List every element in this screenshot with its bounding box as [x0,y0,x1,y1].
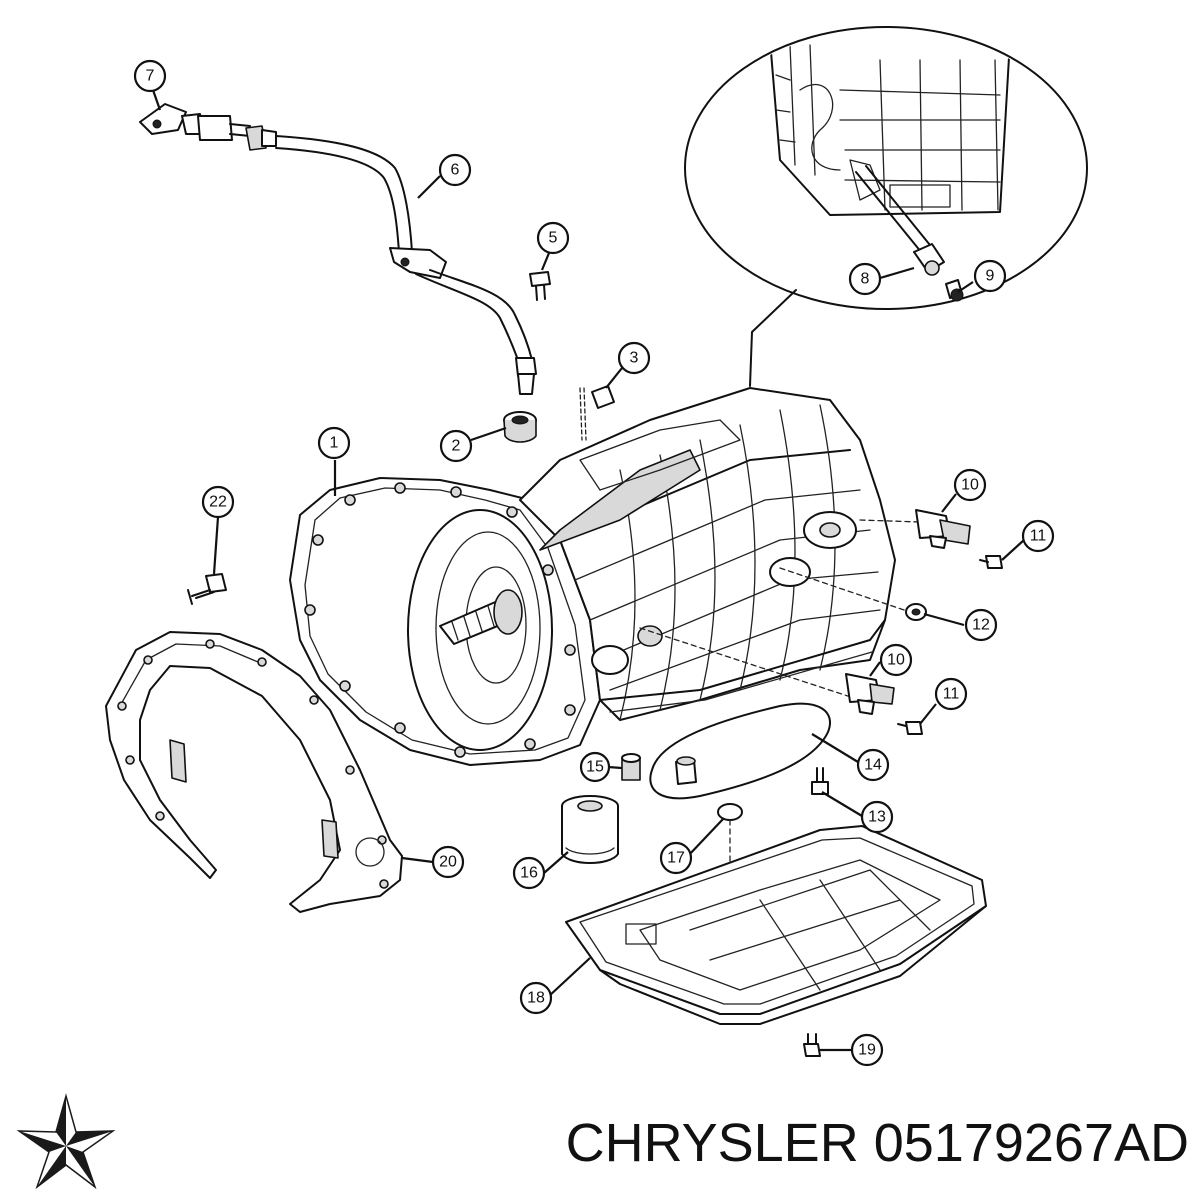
callout-labels: 7 6 5 3 2 1 22 8 9 10 11 12 10 11 14 15 … [133,59,1055,1067]
part-bolt-11-lower [897,721,923,735]
callout-9: 9 [973,259,1007,293]
detail-bubble [684,26,1088,387]
part-pin-3 [579,385,615,441]
callout-22: 22 [201,485,235,519]
svg-text:3: 3 [630,350,639,367]
svg-text:11: 11 [1030,528,1047,545]
brand-part-number-caption: CHRYSLER 05179267AD [444,1110,1189,1176]
callout-16: 16 [512,856,546,890]
part-bolt-13 [811,767,829,795]
callout-11-upper: 11 [1021,519,1055,553]
brand-name: CHRYSLER [565,1113,859,1173]
svg-text:1: 1 [330,435,339,452]
part-oil-pan-18 [565,825,987,1025]
part-bolt-22 [187,573,227,605]
callout-7: 7 [133,59,167,93]
svg-text:9: 9 [986,268,995,285]
callout-5: 5 [536,221,570,255]
svg-text:22: 22 [209,494,227,511]
part-bolt-5 [529,271,551,301]
svg-text:17: 17 [667,850,685,867]
callout-3: 3 [617,341,651,375]
svg-text:13: 13 [868,809,886,826]
svg-text:19: 19 [858,1042,876,1059]
leader-lines [151,89,1025,1052]
part-sensor-10-upper [915,509,971,549]
callout-19: 19 [850,1033,884,1067]
part-valve-15 [621,753,641,781]
svg-text:10: 10 [887,652,905,669]
part-washer-12 [905,603,927,621]
svg-text:14: 14 [864,757,882,774]
part-seal-2 [503,411,537,443]
svg-text:16: 16 [520,865,538,882]
chrysler-pentastar-logo-icon [16,1093,116,1190]
svg-text:20: 20 [439,854,457,871]
svg-text:15: 15 [586,759,604,776]
svg-text:6: 6 [451,162,460,179]
svg-text:2: 2 [452,438,461,455]
callout-14: 14 [856,748,890,782]
svg-text:5: 5 [549,230,558,247]
svg-text:7: 7 [146,68,155,85]
callout-17: 17 [659,841,693,875]
svg-text:11: 11 [943,686,960,703]
callout-6: 6 [438,153,472,187]
callout-10-upper: 10 [953,468,987,502]
svg-text:8: 8 [861,271,870,288]
dipstick-tube-assembly [139,103,537,395]
callout-8: 8 [848,262,882,296]
transmission-case [289,387,921,766]
callout-1: 1 [317,426,351,460]
svg-text:12: 12 [972,617,990,634]
svg-text:10: 10 [961,477,979,494]
part-bolt-11-upper [979,555,1003,569]
part-housing-gasket-20 [105,631,403,913]
callout-2: 2 [439,429,473,463]
part-bolt-19 [803,1033,821,1057]
callout-18: 18 [519,981,553,1015]
part-number: 05179267AD [873,1113,1189,1173]
callout-12: 12 [964,608,998,642]
part-sensor-10-lower [845,673,895,715]
part-oil-filter-16 [561,795,619,864]
callout-13: 13 [860,800,894,834]
callout-10-lower: 10 [879,643,913,677]
callout-15: 15 [579,751,611,783]
callout-11-lower: 11 [934,677,968,711]
part-filter-gasket-14 [649,702,831,800]
callout-20: 20 [431,845,465,879]
svg-text:18: 18 [527,990,545,1007]
